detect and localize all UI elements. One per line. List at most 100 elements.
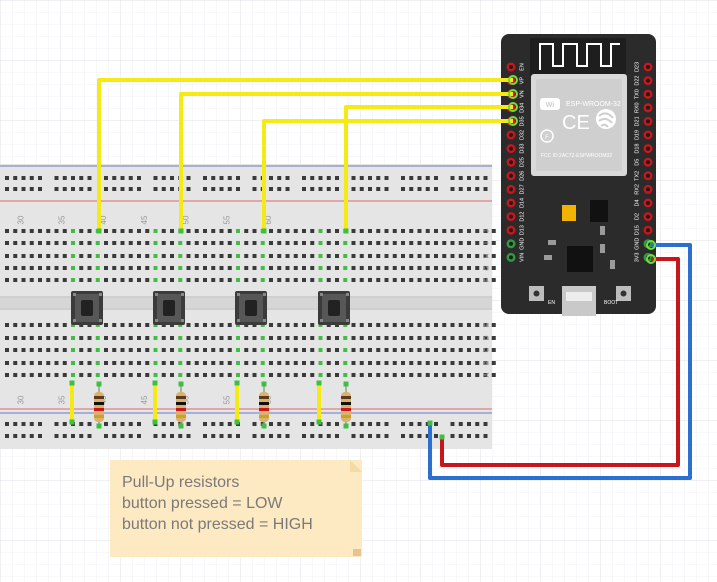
breadboard-hole <box>442 323 447 327</box>
rail-hole <box>409 434 414 438</box>
breadboard-hole <box>260 278 265 282</box>
tactile-push-button <box>318 291 350 325</box>
rail-hole <box>335 187 339 191</box>
esp32-pin: RX0 <box>634 102 653 113</box>
breadboard-hole <box>211 361 216 365</box>
esp32-pin: D22 <box>634 76 653 86</box>
rail-hole <box>326 176 331 180</box>
breadboard-hole <box>269 278 273 282</box>
breadboard-hole <box>128 278 133 282</box>
breadboard-hole <box>62 348 67 352</box>
breadboard-holes <box>5 176 496 438</box>
breadboard-hole <box>368 348 372 352</box>
pin-label: D32 <box>519 130 525 140</box>
usb-uart-chip <box>567 246 593 272</box>
breadboard-hole <box>417 348 422 352</box>
breadboard-hole <box>277 348 282 352</box>
breadboard-hole <box>211 323 216 327</box>
breadboard-hole <box>112 336 117 340</box>
breadboard-hole <box>46 323 51 327</box>
rail-hole <box>434 187 438 191</box>
breadboard-hole <box>351 241 356 245</box>
rail-hole <box>252 187 257 191</box>
breadboard-hole <box>450 241 455 245</box>
breadboard-hole <box>343 373 348 377</box>
pin-label: D21 <box>634 116 640 126</box>
wire-endpoints <box>69 75 656 440</box>
breadboard-hole <box>95 241 100 245</box>
breadboard-hole <box>302 241 306 245</box>
breadboard-hole <box>483 323 488 327</box>
breadboard-hole <box>186 361 191 365</box>
breadboard-hole <box>145 229 150 233</box>
breadboard-hole <box>425 348 430 352</box>
breadboard-hole <box>475 348 480 352</box>
rail-hole <box>277 434 282 438</box>
breadboard-hole <box>38 336 42 340</box>
breadboard-hole <box>54 348 59 352</box>
breadboard-hole <box>46 229 51 233</box>
breadboard-hole <box>244 278 249 282</box>
breadboard-hole <box>302 323 306 327</box>
column-number: 35 <box>58 395 67 404</box>
breadboard-hole <box>5 266 9 270</box>
rail-hole <box>79 434 84 438</box>
rail-hole <box>13 187 18 191</box>
breadboard-hole <box>392 278 397 282</box>
signal-wires <box>97 78 513 231</box>
breadboard-hole <box>318 336 323 340</box>
breadboard-hole <box>29 336 34 340</box>
breadboard-hole <box>269 348 273 352</box>
wire-end <box>508 89 518 99</box>
breadboard-hole <box>21 241 26 245</box>
breadboard-hole <box>434 241 438 245</box>
breadboard-hole <box>442 254 447 258</box>
rail-hole <box>458 176 463 180</box>
breadboard-hole <box>376 323 381 327</box>
rail-hole <box>467 434 471 438</box>
wire-end <box>261 381 267 387</box>
pin-label: VN <box>519 90 525 98</box>
breadboard-hole <box>409 278 414 282</box>
rail-hole <box>302 176 306 180</box>
breadboard-hole <box>392 361 397 365</box>
rail-hole <box>359 422 364 426</box>
breadboard-hole <box>219 336 224 340</box>
rail-hole <box>425 187 430 191</box>
breadboard-hole <box>368 241 372 245</box>
row-letter: F <box>484 278 491 282</box>
breadboard-hole <box>104 229 108 233</box>
rail-hole <box>29 187 34 191</box>
breadboard-hole <box>137 241 141 245</box>
breadboard-hole <box>104 278 108 282</box>
breadboard-hole <box>269 336 273 340</box>
breadboard-hole <box>359 336 364 340</box>
esp32-pin: D19 <box>634 130 653 140</box>
breadboard-hole <box>120 254 125 258</box>
breadboard-hole <box>277 323 282 327</box>
row-letter: B <box>484 360 491 365</box>
breadboard-hole <box>54 229 59 233</box>
breadboard-hole <box>194 373 199 377</box>
breadboard-hole <box>392 241 397 245</box>
breadboard-hole <box>425 278 430 282</box>
wire-end <box>343 423 349 429</box>
breadboard-hole <box>384 323 389 327</box>
breadboard-hole <box>186 241 191 245</box>
breadboard-hole <box>434 361 438 365</box>
breadboard-hole <box>170 361 174 365</box>
breadboard-hole <box>46 254 51 258</box>
breadboard-hole <box>29 373 34 377</box>
breadboard-hole <box>376 373 381 377</box>
breadboard-hole <box>54 254 59 258</box>
breadboard-hole <box>87 229 92 233</box>
en-button: EN <box>529 286 555 306</box>
rail-hole <box>112 422 117 426</box>
breadboard-hole <box>219 373 224 377</box>
rail-hole <box>483 176 488 180</box>
signal-wire-4 <box>262 119 513 231</box>
breadboard-hole <box>87 266 92 270</box>
breadboard-hole <box>384 336 389 340</box>
breadboard-hole <box>161 254 166 258</box>
breadboard-hole <box>137 278 141 282</box>
